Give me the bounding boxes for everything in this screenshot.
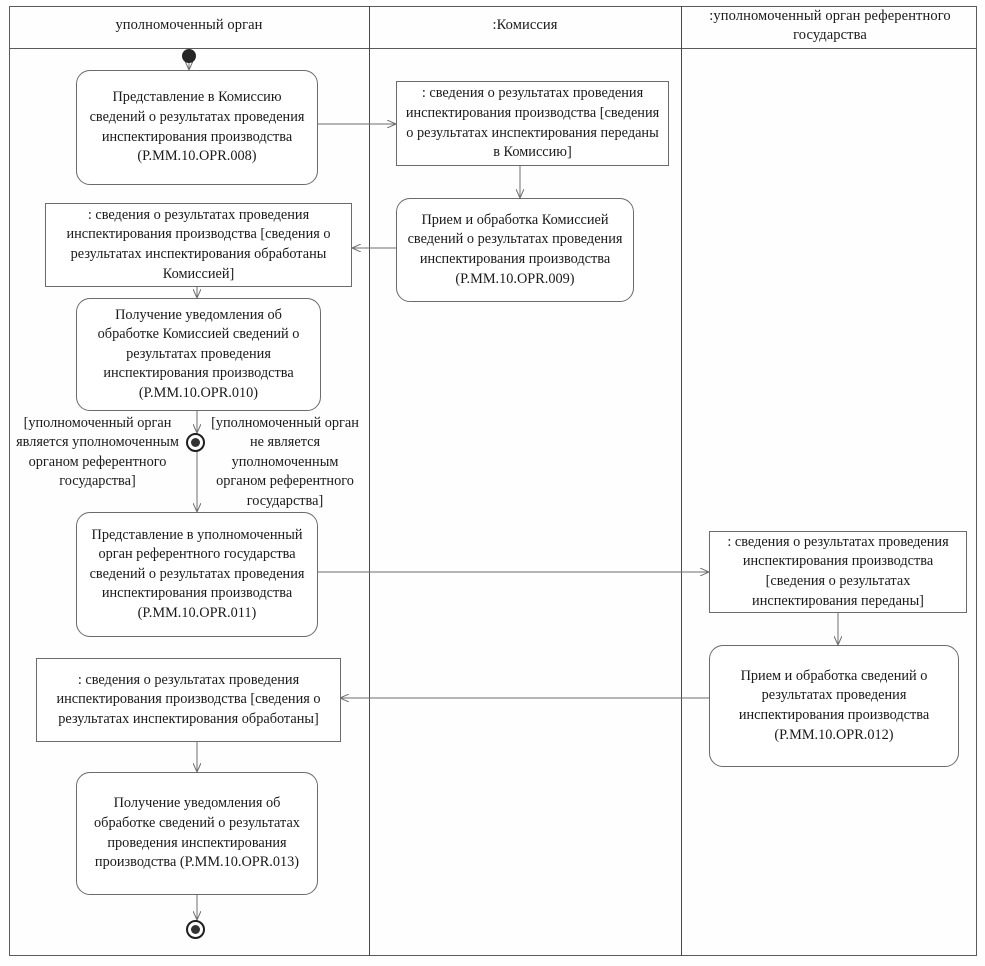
activity-opr-013[interactable]: Получение уведомления об обработке сведе… (76, 772, 318, 895)
initial-node (182, 49, 196, 63)
activity-opr-011-label: Представление в уполномоченный орган реф… (89, 526, 305, 621)
lane-header-commission: :Комиссия (492, 17, 558, 33)
final-node-end (186, 920, 205, 939)
object-node-transferred-to-reference[interactable]: : сведения о результатах проведения инсп… (709, 531, 967, 613)
activity-opr-011[interactable]: Представление в уполномоченный орган реф… (76, 512, 318, 637)
lane-header-reference-authority-text: :уполномоченный орган референтного госуд… (709, 8, 951, 43)
activity-opr-009[interactable]: Прием и обработка Комиссией сведений о р… (396, 198, 634, 302)
object-node-transferred-to-commission[interactable]: : сведения о результатах проведения инсп… (396, 81, 669, 166)
object-node-transferred-to-commission-label: : сведения о результатах проведения инсп… (405, 85, 660, 161)
activity-opr-013-label: Получение уведомления об обработке сведе… (94, 795, 300, 871)
activity-opr-008-label: Представление в Комиссию сведений о резу… (89, 89, 305, 165)
object-node-processed-by-commission[interactable]: : сведения о результатах проведения инсп… (45, 203, 352, 287)
activity-opr-009-label: Прием и обработка Комиссией сведений о р… (407, 211, 623, 287)
activity-opr-010-label: Получение уведомления об обработке Комис… (97, 306, 300, 401)
activity-opr-012-label: Прием и обработка сведений о результатах… (738, 667, 930, 743)
guard-is-reference-authority-text: [уполномоченный орган является уполномоч… (16, 415, 179, 490)
object-node-transferred-to-reference-label: : сведения о результатах проведения инсп… (727, 533, 949, 609)
activity-opr-010[interactable]: Получение уведомления об обработке Комис… (76, 298, 321, 411)
activity-opr-012[interactable]: Прием и обработка сведений о результатах… (709, 645, 959, 767)
lane-header-separator (9, 48, 977, 49)
final-node-branch (186, 433, 205, 452)
object-node-processed-by-commission-label: : сведения о результатах проведения инсп… (66, 206, 331, 282)
guard-is-reference-authority: [уполномоченный орган является уполномоч… (15, 414, 180, 492)
object-node-processed-reference[interactable]: : сведения о результатах проведения инсп… (36, 658, 341, 742)
object-node-processed-reference-label: : сведения о результатах проведения инсп… (56, 671, 321, 727)
swimlane-frame (9, 6, 977, 956)
guard-not-reference-authority: [уполномоченный орган не является уполно… (205, 414, 365, 511)
lane-header-reference-authority: :уполномоченный орган референтного госуд… (688, 7, 972, 45)
lane-divider-1 (369, 6, 370, 956)
guard-not-reference-authority-text: [уполномоченный орган не является уполно… (211, 415, 359, 509)
lane-header-authority: уполномоченный орган (115, 17, 263, 33)
lane-divider-2 (681, 6, 682, 956)
activity-opr-008[interactable]: Представление в Комиссию сведений о резу… (76, 70, 318, 185)
